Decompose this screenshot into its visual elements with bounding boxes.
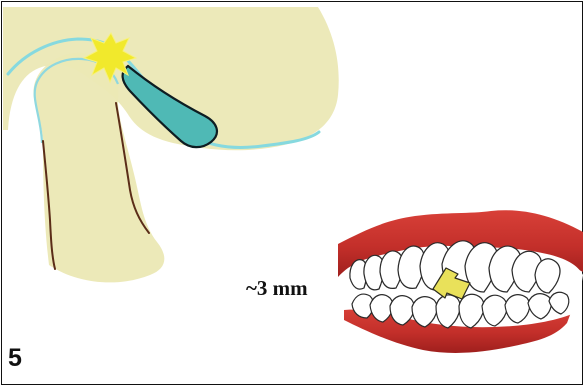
bite-inset <box>338 210 583 353</box>
figure-number: 5 <box>8 346 22 371</box>
pain-star-icon <box>84 33 136 82</box>
vertical-opening-measurement: ~3 mm <box>246 278 308 299</box>
